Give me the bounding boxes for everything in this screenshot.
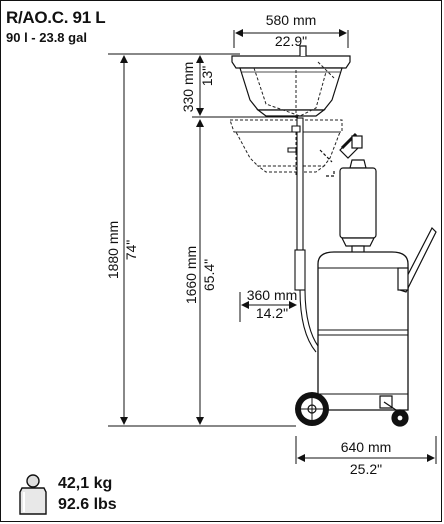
weight-lbs: 92.6 lbs — [58, 496, 117, 513]
dim-reach: 360 mm 14.2" — [239, 287, 298, 322]
wheel-caster — [379, 395, 409, 427]
weight-kg: 42,1 kg — [58, 475, 113, 492]
model-title: R/AO.C. 91 L — [6, 8, 106, 27]
dim-bowl-depth: 330 mm 13" — [180, 53, 298, 118]
bowl-width-mm: 580 mm — [266, 12, 317, 28]
capacity-label: 90 l - 23.8 gal — [6, 30, 87, 45]
funnel-bowl-dashed — [253, 61, 335, 118]
funnel-bowl — [231, 45, 351, 117]
reach-in: 14.2" — [256, 305, 288, 321]
base-width-in: 25.2" — [350, 461, 382, 477]
main-tank — [317, 251, 409, 411]
dim-bowl-width: 580 mm 22.9" — [233, 12, 349, 49]
funnel-bowl-lowered — [229, 119, 343, 176]
dim-lower-height: 1660 mm 65.4" — [183, 119, 217, 425]
sight-chamber — [319, 132, 377, 255]
bowl-depth-in: 13" — [199, 66, 215, 87]
base-width-mm: 640 mm — [341, 439, 392, 455]
vertical-pole — [287, 117, 319, 353]
total-height-mm: 1880 mm — [105, 221, 121, 279]
weight-icon — [19, 474, 47, 515]
reach-mm: 360 mm — [247, 287, 298, 303]
lower-height-in: 65.4" — [201, 259, 217, 291]
dim-base-width: 640 mm 25.2" — [295, 436, 437, 477]
wheel-large — [295, 392, 329, 426]
bowl-width-in: 22.9" — [275, 33, 307, 49]
dim-total-height: 1880 mm 74" — [105, 53, 296, 427]
bowl-depth-mm: 330 mm — [180, 62, 196, 113]
total-height-in: 74" — [123, 240, 139, 261]
tank-handle — [397, 226, 437, 293]
lower-height-mm: 1660 mm — [183, 246, 199, 304]
